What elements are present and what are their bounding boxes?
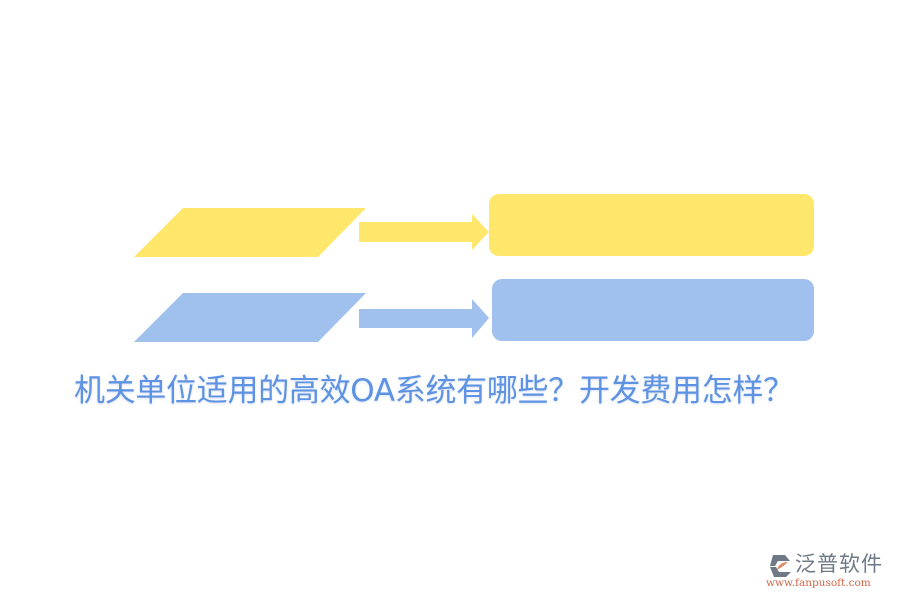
blue-arrow-icon: [359, 299, 489, 338]
yellow-arrow-icon: [359, 214, 489, 250]
logo-brand-name: 泛普软件: [795, 552, 883, 576]
blue-rounded-box: [492, 279, 814, 341]
logo-url[interactable]: www.fanpusoft.com: [766, 577, 871, 589]
blue-parallelogram: [134, 293, 366, 342]
fanpu-logo[interactable]: 泛普软件 www.fanpusoft.com: [766, 552, 896, 589]
yellow-parallelogram: [134, 208, 366, 257]
page-title: 机关单位适用的高效OA系统有哪些？开发费用怎样？: [74, 373, 794, 409]
fanpu-logo-icon: [770, 555, 791, 577]
yellow-rounded-box: [489, 194, 814, 256]
